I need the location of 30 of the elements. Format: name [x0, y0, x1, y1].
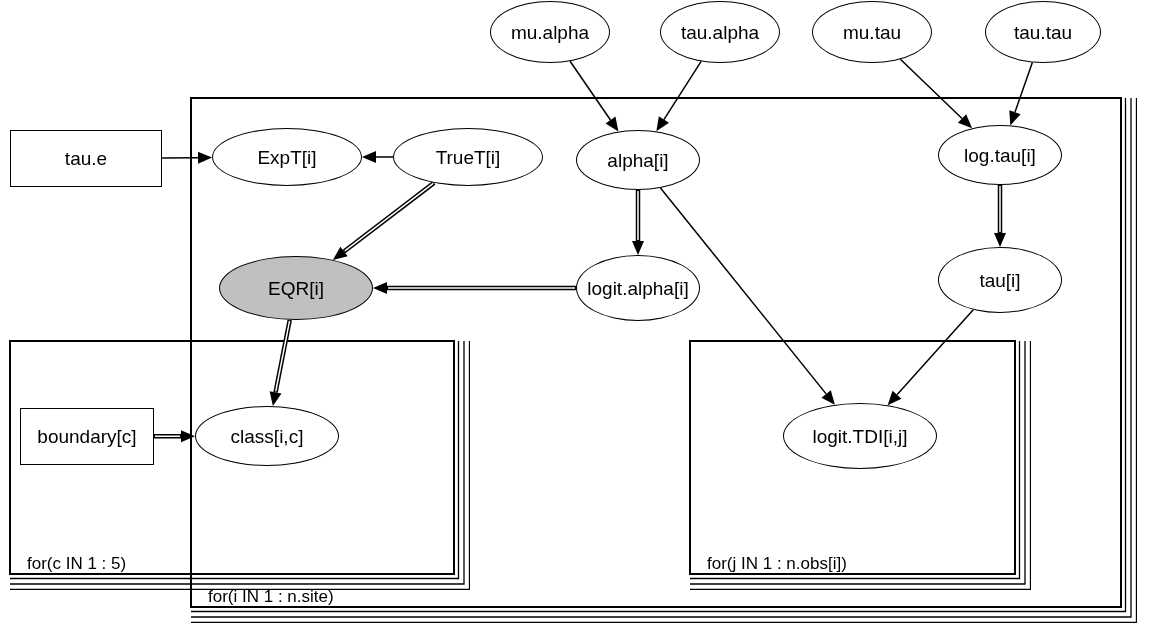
variable-ellipse: EQR[i] — [219, 256, 373, 320]
variable-ellipse: TrueT[i] — [393, 128, 543, 186]
arrow — [161, 151, 212, 164]
double-arrow — [154, 430, 195, 443]
arrow — [659, 187, 835, 405]
variable-ellipse: class[i,c] — [195, 406, 339, 466]
plate-label: for(i IN 1 : n.site) — [208, 588, 334, 605]
arrow — [1009, 61, 1034, 126]
variable-ellipse: logit.TDI[i,j] — [783, 403, 937, 469]
variable-ellipse: mu.tau — [812, 1, 932, 63]
variable-ellipse: ExpT[i] — [212, 128, 362, 186]
variable-ellipse: log.tau[i] — [938, 125, 1062, 185]
arrow — [887, 309, 975, 406]
double-arrow — [332, 181, 436, 260]
constant-box: boundary[c] — [20, 408, 154, 465]
double-arrow — [994, 185, 1006, 247]
plate-label: for(c IN 1 : 5) — [27, 555, 127, 572]
double-arrow — [269, 319, 292, 407]
arrow — [899, 58, 973, 129]
double-arrow — [373, 282, 576, 294]
variable-ellipse: logit.alpha[i] — [576, 255, 700, 321]
variable-ellipse: tau.alpha — [660, 1, 780, 63]
variable-ellipse: mu.alpha — [490, 1, 610, 63]
double-arrow — [632, 190, 644, 255]
plate-label: for(j IN 1 : n.obs[i]) — [707, 555, 847, 572]
constant-box: tau.e — [10, 130, 162, 187]
variable-ellipse: alpha[i] — [576, 130, 700, 190]
arrow — [362, 151, 394, 163]
variable-ellipse: tau[i] — [938, 247, 1062, 313]
variable-ellipse: tau.tau — [985, 1, 1101, 63]
